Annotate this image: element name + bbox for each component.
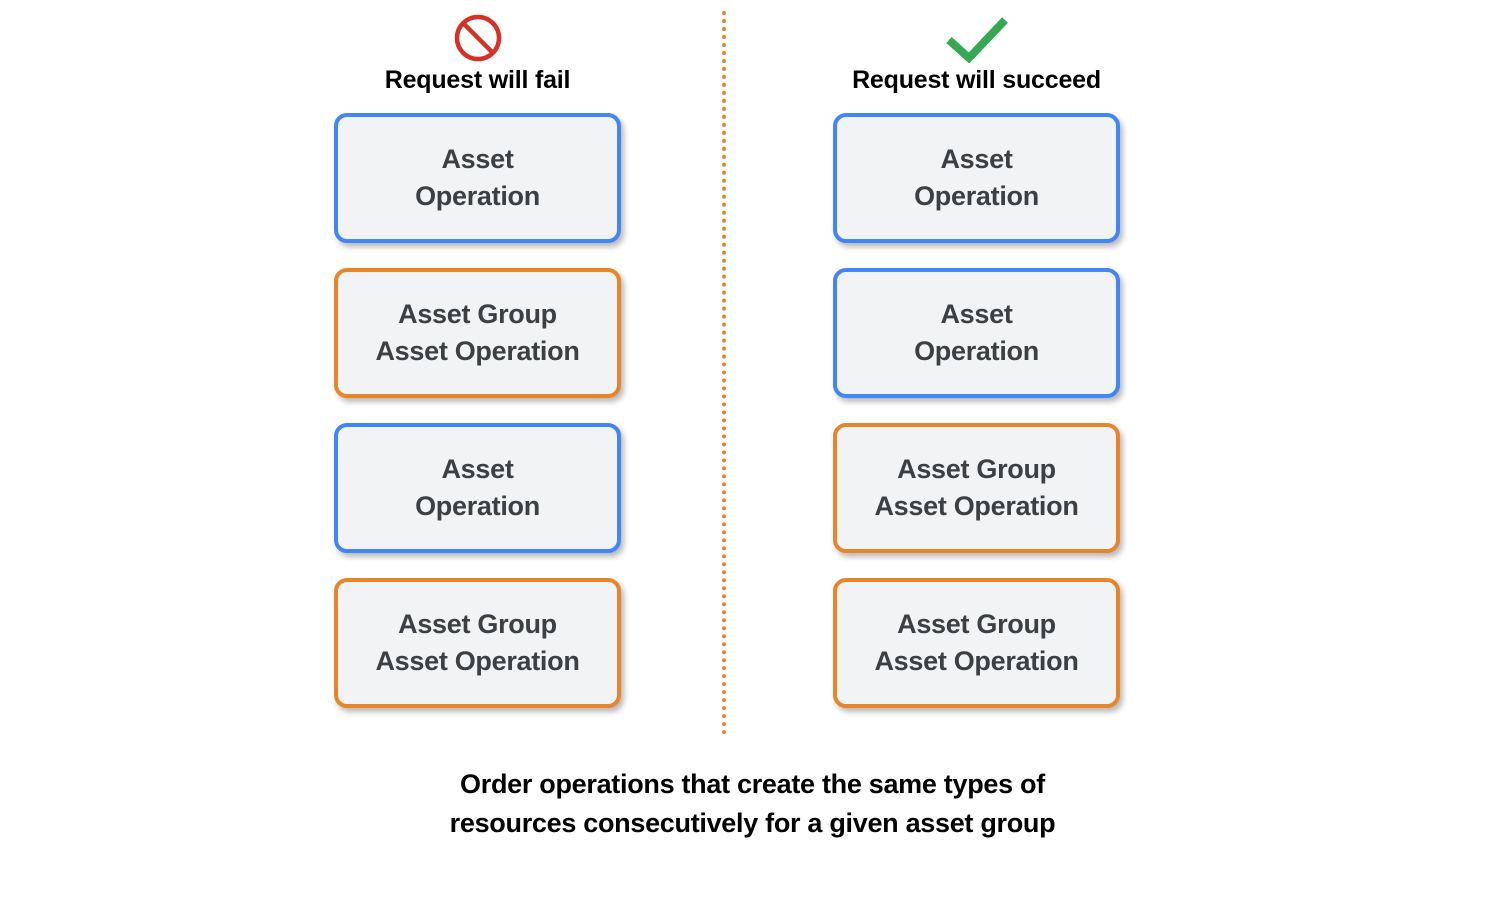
card-succeed-1[interactable]: Asset Operation xyxy=(833,113,1120,243)
card-stack-fail: Asset Operation Asset Group Asset Operat… xyxy=(334,113,621,733)
card-succeed-2[interactable]: Asset Operation xyxy=(833,268,1120,398)
card-succeed-4[interactable]: Asset Group Asset Operation xyxy=(833,578,1120,708)
prohibition-icon xyxy=(292,12,663,64)
card-stack-succeed: Asset Operation Asset Operation Asset Gr… xyxy=(833,113,1120,733)
column-header-label-succeed: Request will succeed xyxy=(852,66,1101,94)
column-header-succeed: Request will succeed xyxy=(791,12,1162,95)
card-fail-1[interactable]: Asset Operation xyxy=(334,113,621,243)
card-label: Asset Group Asset Operation xyxy=(874,454,1079,521)
card-label: Asset Operation xyxy=(415,454,540,521)
card-succeed-3[interactable]: Asset Group Asset Operation xyxy=(833,423,1120,553)
card-label: Asset Operation xyxy=(415,144,540,211)
card-fail-2[interactable]: Asset Group Asset Operation xyxy=(334,268,621,398)
check-icon xyxy=(791,12,1162,64)
card-label: Asset Group Asset Operation xyxy=(874,609,1079,676)
card-fail-3[interactable]: Asset Operation xyxy=(334,423,621,553)
card-label: Asset Operation xyxy=(914,299,1039,366)
card-label: Asset Group Asset Operation xyxy=(375,299,580,366)
card-label: Asset Operation xyxy=(914,144,1039,211)
card-fail-4[interactable]: Asset Group Asset Operation xyxy=(334,578,621,708)
diagram-caption: Order operations that create the same ty… xyxy=(449,769,1056,838)
card-label: Asset Group Asset Operation xyxy=(375,609,580,676)
column-header-label-fail: Request will fail xyxy=(384,66,571,94)
column-header-fail: Request will fail xyxy=(292,12,663,95)
column-divider xyxy=(722,11,726,735)
